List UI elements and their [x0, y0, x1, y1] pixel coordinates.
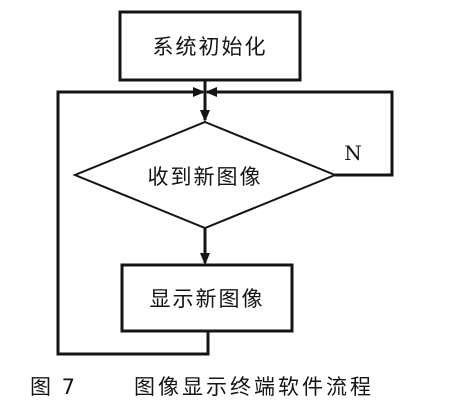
node-display-label: 显示新图像 [150, 287, 265, 311]
caption-figure-number: 图 7 [30, 375, 77, 399]
node-decision: 收到新图像 [72, 120, 338, 230]
edge-no-loop-back [205, 87, 394, 177]
node-init-box [118, 10, 302, 82]
figure-caption: 图 7 图像显示终端软件流程 [30, 375, 374, 399]
node-init: 系统初始化 [118, 10, 302, 82]
node-display: 显示新图像 [120, 263, 294, 333]
caption-title: 图像显示终端软件流程 [134, 375, 374, 399]
edge-display-loop-back [56, 87, 210, 356]
edge-no-label: N [344, 141, 362, 165]
node-init-label: 系统初始化 [153, 35, 268, 59]
node-decision-label: 收到新图像 [148, 165, 263, 189]
